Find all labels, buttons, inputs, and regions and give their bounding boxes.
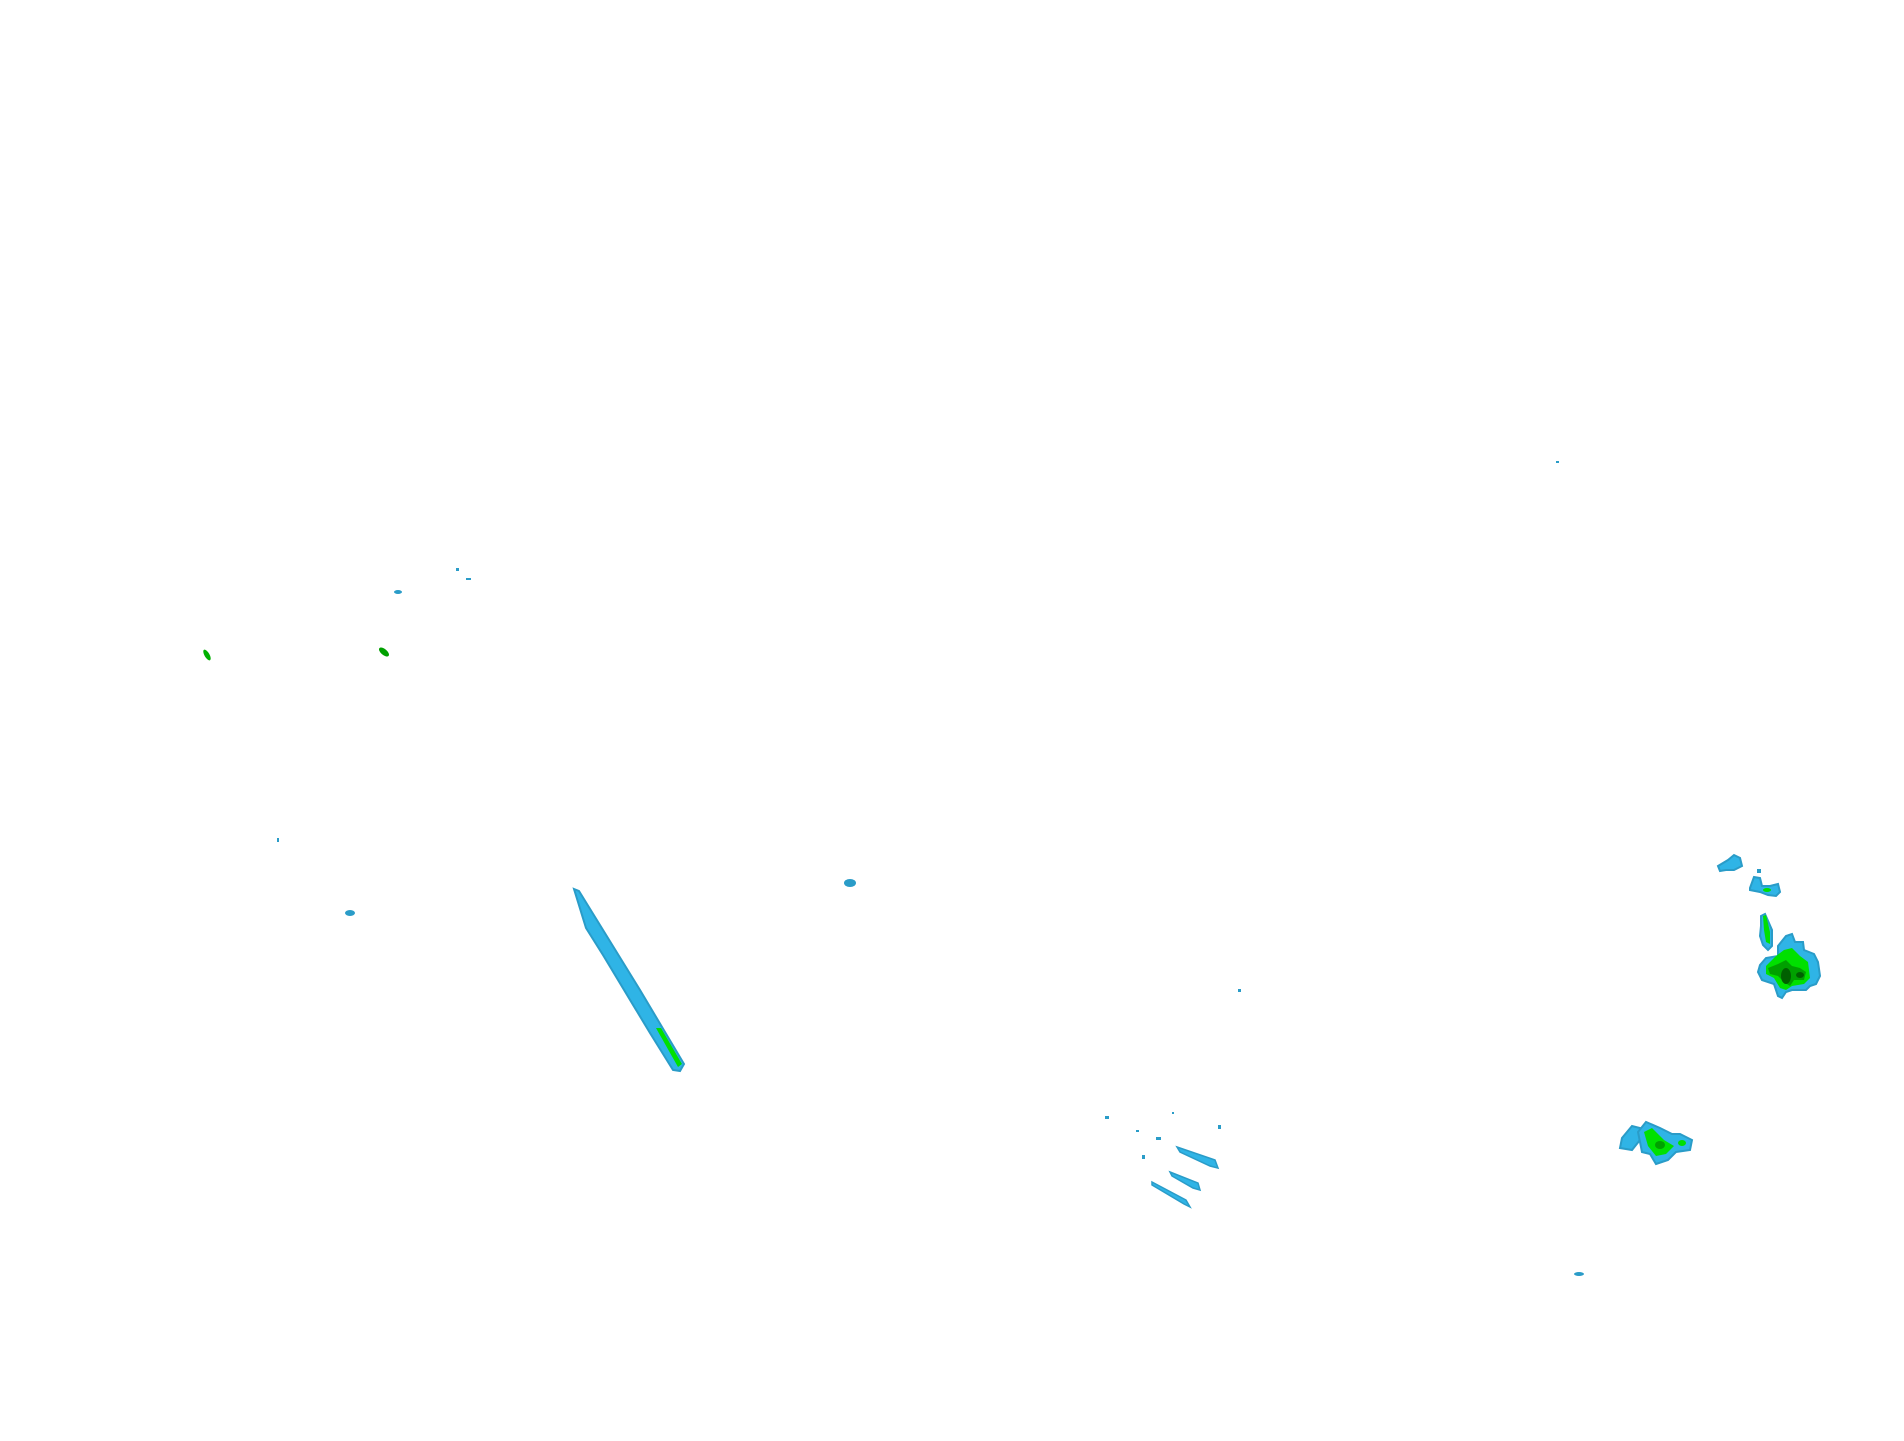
echo-cell (1136, 1130, 1139, 1132)
echo-cell (466, 578, 471, 580)
echo-cell (203, 649, 211, 661)
echo-cell (1172, 1112, 1174, 1114)
echo-cell (1142, 1155, 1145, 1159)
echo-cell (1218, 1125, 1221, 1129)
echo-cell-peak (1796, 972, 1804, 978)
echo-cell (1716, 853, 1744, 873)
echo-cell-peak (1781, 968, 1791, 984)
echo-band (1151, 1180, 1192, 1209)
echo-cells-central (844, 461, 1559, 1209)
echo-band (1175, 1145, 1220, 1170)
echo-cell (379, 647, 389, 657)
echo-cell (1156, 1137, 1161, 1140)
echo-cell (456, 568, 459, 571)
echo-band-core (656, 1028, 682, 1067)
echo-cell (277, 838, 279, 842)
echo-cell-core (1678, 1140, 1686, 1146)
echo-cell (1105, 1116, 1109, 1119)
echo-band (1168, 1170, 1202, 1192)
echo-cell-core (1763, 888, 1771, 892)
echo-cell (844, 879, 856, 887)
echo-cluster-east (1716, 853, 1822, 1000)
echo-cells-west (203, 568, 471, 916)
echo-cell-core (1655, 1141, 1665, 1149)
echo-cell (345, 910, 355, 916)
echo-cell (1618, 1124, 1641, 1152)
echo-cell-core (1763, 915, 1770, 944)
echo-cell (1574, 1272, 1584, 1276)
echo-cell (1556, 461, 1559, 463)
echo-cell (1238, 989, 1241, 992)
echo-band (572, 887, 686, 1073)
echo-cell (1757, 869, 1761, 873)
echo-cell (1749, 875, 1782, 898)
echo-cell (394, 590, 402, 594)
echo-cluster-southeast (1574, 1120, 1694, 1276)
squall-line (572, 887, 686, 1073)
